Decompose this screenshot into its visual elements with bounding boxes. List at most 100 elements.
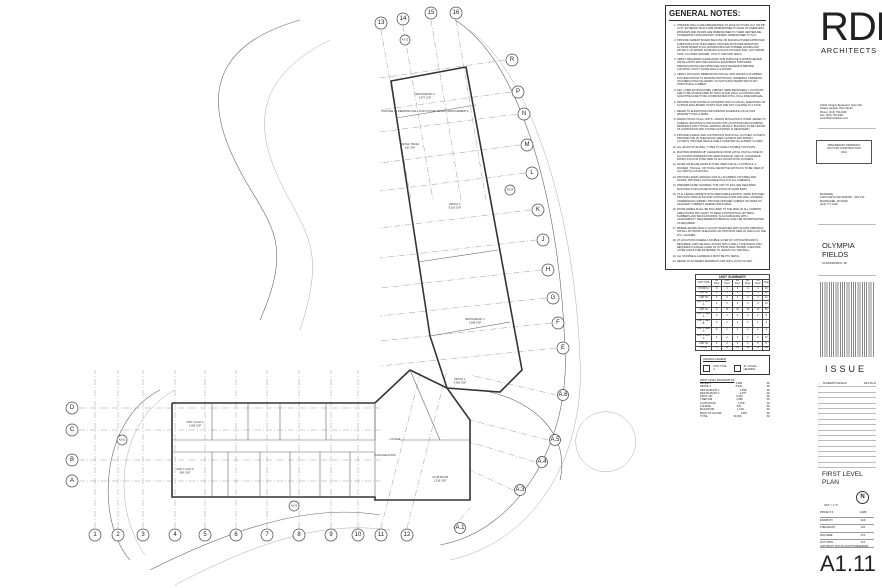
grid-bubble: A.1 <box>454 522 466 534</box>
table-cell: TOTAL <box>694 345 713 352</box>
table-cell: 1 <box>731 326 744 336</box>
issue-row: △ <box>818 457 876 463</box>
issue-row: △ <box>818 463 876 469</box>
sheet-title-line: PLAN <box>822 479 839 486</box>
address-line: Fax: (216) 752-4301 <box>820 113 844 117</box>
note-item: FEC = FIRE EXTINGUISHER CABINET (SEMI-RE… <box>677 89 766 99</box>
room-label: PROVIDE 4X DEMISING WALL FOR FUTURE TENA… <box>382 109 469 113</box>
issue-row: △ <box>818 425 876 431</box>
note-item: INTERIOR WALLS ARE DIMENSIONED TO FACE O… <box>677 24 766 37</box>
note-item: PROVIDE LEVER HANDLES FOR ALL PLUMBING F… <box>677 176 766 183</box>
column-header: 4th Floor <box>742 278 754 288</box>
notes-column: GENERAL NOTES: INTERIOR WALLS ARE DIMENS… <box>665 5 770 418</box>
room-area: 2,877 GSF <box>419 96 432 100</box>
grid-bubble: 14 <box>396 12 410 26</box>
grid-label: 8 <box>297 532 301 538</box>
note-item: PREFABRICATED SHOWER / TUB UNIT TO INCLU… <box>677 184 766 191</box>
grid-bubble: 1 <box>88 528 102 542</box>
issue-row: △ <box>818 436 876 442</box>
grid-label: 2 <box>116 532 120 538</box>
grid-bubble: P <box>511 85 525 99</box>
grid-label: 16 <box>453 10 460 16</box>
grid-bubble: 2 <box>111 528 125 542</box>
info-label: PLOT DATE <box>820 541 834 545</box>
room-label: RETAIL 28,320 GSF <box>449 202 462 210</box>
owner-line: (414) 777-1200 <box>820 202 838 206</box>
info-value: 21088 <box>859 511 867 514</box>
table-cell: 1 <box>752 326 764 336</box>
note-item: RADON STACK IN ALL UNITS - RADON MITIGAT… <box>677 118 766 131</box>
note-item: AT LOCATIONS WHERE A DOUBLE LAYER OF GYP… <box>677 239 766 252</box>
table-cell: 4 <box>762 319 770 328</box>
grid-bubble: 5 <box>198 528 212 542</box>
grid-bubble: 3 <box>136 528 150 542</box>
program-cell: SF <box>766 391 770 395</box>
issue-heading: ISSUE <box>825 364 868 374</box>
program-cell: CLUB ROOM <box>700 401 716 405</box>
program-cell: RETAIL 2 <box>700 385 711 389</box>
grid-label: E <box>561 345 565 351</box>
grid-bubble: B <box>65 453 79 467</box>
grid-bubble: A.5 <box>549 434 561 446</box>
grid-label: 9 <box>329 532 333 538</box>
general-notes-title: GENERAL NOTES: <box>669 9 766 21</box>
sheet-number: A1.11 <box>820 551 876 576</box>
table-cell: 31 <box>721 345 733 352</box>
column-header: 1st Floor <box>711 278 723 288</box>
general-notes: GENERAL NOTES: INTERIOR WALLS ARE DIMENS… <box>665 5 770 270</box>
program-cell: FIRST AID <box>700 395 713 399</box>
note-item: VERIFY ROUGH-IN DIMENSIONS FOR ALL APPLI… <box>677 73 766 86</box>
table-cell: 0 <box>711 311 723 321</box>
info-row: PROJECT # 21088 <box>820 510 874 518</box>
grid-bubble: 7 <box>260 528 274 542</box>
grid-bubble: A.3 <box>514 484 526 496</box>
room-name: RESTAURANT 2 <box>415 92 435 96</box>
room-area: 686 GSF <box>180 471 191 475</box>
room-name: UNIT 2 FLAT A <box>186 420 204 424</box>
revision-triangle-icon: △ <box>818 419 820 423</box>
info-label: FILE NAME <box>820 533 833 537</box>
table-cell: 1 <box>731 319 744 328</box>
title-block: RDL ARCHITECTS 16102 Chagrin Boulevard, … <box>812 0 882 588</box>
note-item: ALL WOOD STUD WALL TYPES TO HAVE A DOUBL… <box>677 146 766 149</box>
grid-bubble: K <box>531 203 545 217</box>
info-label: PROJECT # <box>820 511 834 514</box>
grid-bubble: 12 <box>400 528 414 542</box>
grid-label: 3 <box>141 532 145 538</box>
issue-row: △ <box>818 393 876 399</box>
grid-bubble: C <box>65 423 79 437</box>
issue-row: △ <box>818 409 876 415</box>
table-cell: 2 <box>721 333 733 343</box>
project-name-line: FIELDS <box>822 250 849 259</box>
grid-label: A.3 <box>515 487 525 493</box>
owner-line: MANDARE <box>820 193 833 196</box>
program-cell: SF <box>766 382 770 385</box>
revision-triangle-icon: △ <box>818 452 820 456</box>
table-cell: UNIT 2 FLAT A <box>694 333 713 343</box>
grid-bubble: 9 <box>324 528 338 542</box>
program-cell: 1,518 <box>737 401 745 405</box>
program-cell: 1,686 <box>736 398 743 402</box>
grid-bubble: 10 <box>351 528 365 542</box>
project-name-line: OLYMPIA <box>822 241 855 250</box>
note-item: VERIFY REQUIRED CLEARANCES FOR FURNACE &… <box>677 58 766 71</box>
graphic-legend: GRAPHIC LEGEND UNIT TYPE A ID. VISUAL / … <box>700 355 770 375</box>
address-line: www.RDLarchitects.com <box>820 117 849 121</box>
table-cell: 8 <box>711 345 723 352</box>
program-cell: SF <box>766 405 770 409</box>
grid-bubble: 8 <box>292 528 306 542</box>
